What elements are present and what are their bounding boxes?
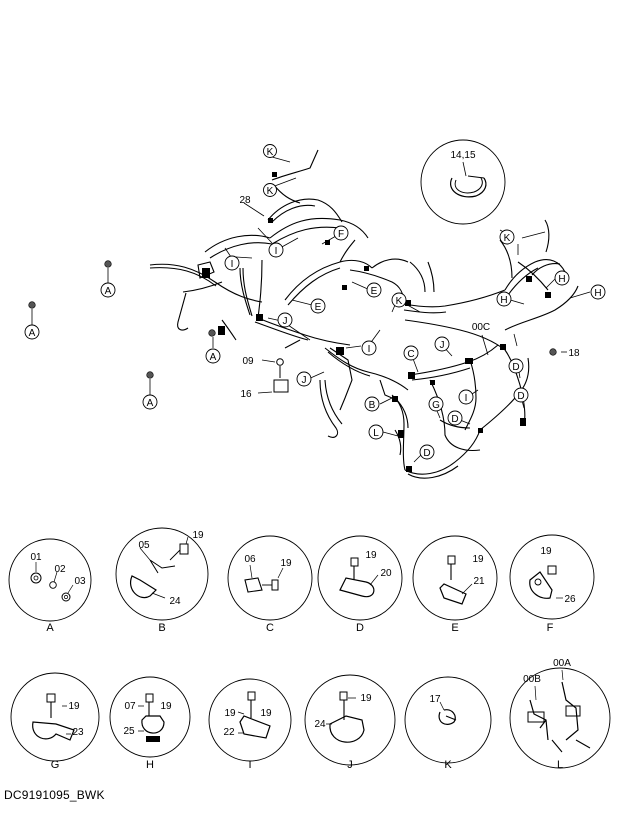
detail-letter: C: [266, 622, 274, 634]
detail-letter: G: [51, 759, 60, 771]
callout-label: J: [440, 340, 445, 351]
bolt-marks: [28, 260, 557, 379]
callout-label: A: [105, 286, 112, 297]
callout-label: H: [594, 288, 601, 299]
detail-G: [10, 672, 100, 762]
detail-letter: E: [451, 622, 458, 634]
part-number: 19: [68, 701, 80, 712]
part-number: 19: [365, 550, 377, 561]
part-number: 00B: [523, 674, 541, 685]
detail-B: [115, 527, 209, 621]
callout-label: 09: [242, 356, 254, 367]
callout-label: L: [373, 428, 379, 439]
callout-label: E: [315, 302, 322, 313]
callout-label: 16: [240, 389, 252, 400]
detail-letter: D: [356, 622, 364, 634]
detail-H: [109, 676, 191, 758]
harness-connectors: [202, 172, 551, 472]
detail-letter: I: [248, 759, 251, 771]
detail-C: [227, 535, 313, 621]
drawing-code: DC9191095_BWK: [4, 788, 105, 802]
part-number: 22: [223, 727, 235, 738]
part-number: 19: [472, 554, 484, 565]
callout-label: K: [504, 233, 511, 244]
part-number: 19: [160, 701, 172, 712]
part-number: 19: [192, 530, 204, 541]
detail-J: [304, 674, 396, 766]
detail-I: [208, 678, 292, 762]
callout-label: D: [517, 391, 524, 402]
part-number: 19: [360, 693, 372, 704]
detail-letter: J: [347, 759, 353, 771]
part-number: 00A: [553, 658, 571, 669]
callout-label: A: [29, 328, 36, 339]
detail-A: [8, 538, 92, 622]
callout-label: G: [432, 400, 440, 411]
callout-label: J: [302, 375, 307, 386]
callout-label: 18: [568, 348, 580, 359]
part-number: 24: [314, 719, 326, 730]
part-number: 19: [224, 708, 236, 719]
callout-leaders: [31, 156, 591, 463]
detail-letter: K: [444, 759, 452, 771]
part-number: 24: [169, 596, 181, 607]
callout-label: 14,15: [450, 150, 475, 161]
detail-K: [404, 676, 492, 764]
detail-letter: F: [547, 622, 554, 634]
wire-harness: [149, 149, 579, 479]
callout-label: E: [371, 286, 378, 297]
callout-label: J: [283, 316, 288, 327]
part-number: 02: [54, 564, 66, 575]
part-number: 19: [260, 708, 272, 719]
callout-label: D: [451, 414, 458, 425]
part-number: 06: [244, 554, 256, 565]
callout-label: I: [231, 259, 234, 270]
detail-letter: A: [46, 622, 54, 634]
part-number: 25: [123, 726, 135, 737]
part-number: 23: [72, 727, 84, 738]
part-number: 05: [138, 540, 150, 551]
callout-label: I: [275, 246, 278, 257]
callout-label: K: [396, 296, 403, 307]
part-number: 20: [380, 568, 392, 579]
callout-label: I: [368, 344, 371, 355]
part-number: 26: [564, 594, 576, 605]
callout-label: C: [407, 349, 414, 360]
callout-label: A: [147, 398, 154, 409]
callout-label: D: [423, 448, 430, 459]
callout-label: H: [558, 274, 565, 285]
detail-letter: L: [557, 759, 563, 771]
callout-label: K: [267, 186, 274, 197]
clamp-detail-circle: [420, 139, 506, 225]
callout-label: D: [512, 362, 519, 373]
callout-label: I: [465, 393, 468, 404]
callout-label: 00C: [472, 322, 490, 333]
detail-D: [317, 535, 403, 621]
callout-label: 28: [239, 195, 251, 206]
part-number: 19: [540, 546, 552, 557]
part-number: 01: [30, 552, 42, 563]
callout-label: K: [267, 147, 274, 158]
callout-circles: [24, 144, 606, 460]
callout-label: H: [500, 295, 507, 306]
part-number: 07: [124, 701, 136, 712]
part-number: 19: [280, 558, 292, 569]
detail-letter: B: [158, 622, 165, 634]
callout-label: A: [210, 352, 217, 363]
callout-label: F: [338, 229, 344, 240]
part-number: 17: [429, 694, 441, 705]
sensor-part: [273, 358, 289, 393]
callout-label: B: [369, 400, 376, 411]
part-number: 21: [473, 576, 485, 587]
detail-L: [509, 667, 611, 769]
part-number: 03: [74, 576, 86, 587]
detail-F: [509, 534, 595, 620]
detail-letter: H: [146, 759, 154, 771]
detail-E: [412, 535, 498, 621]
